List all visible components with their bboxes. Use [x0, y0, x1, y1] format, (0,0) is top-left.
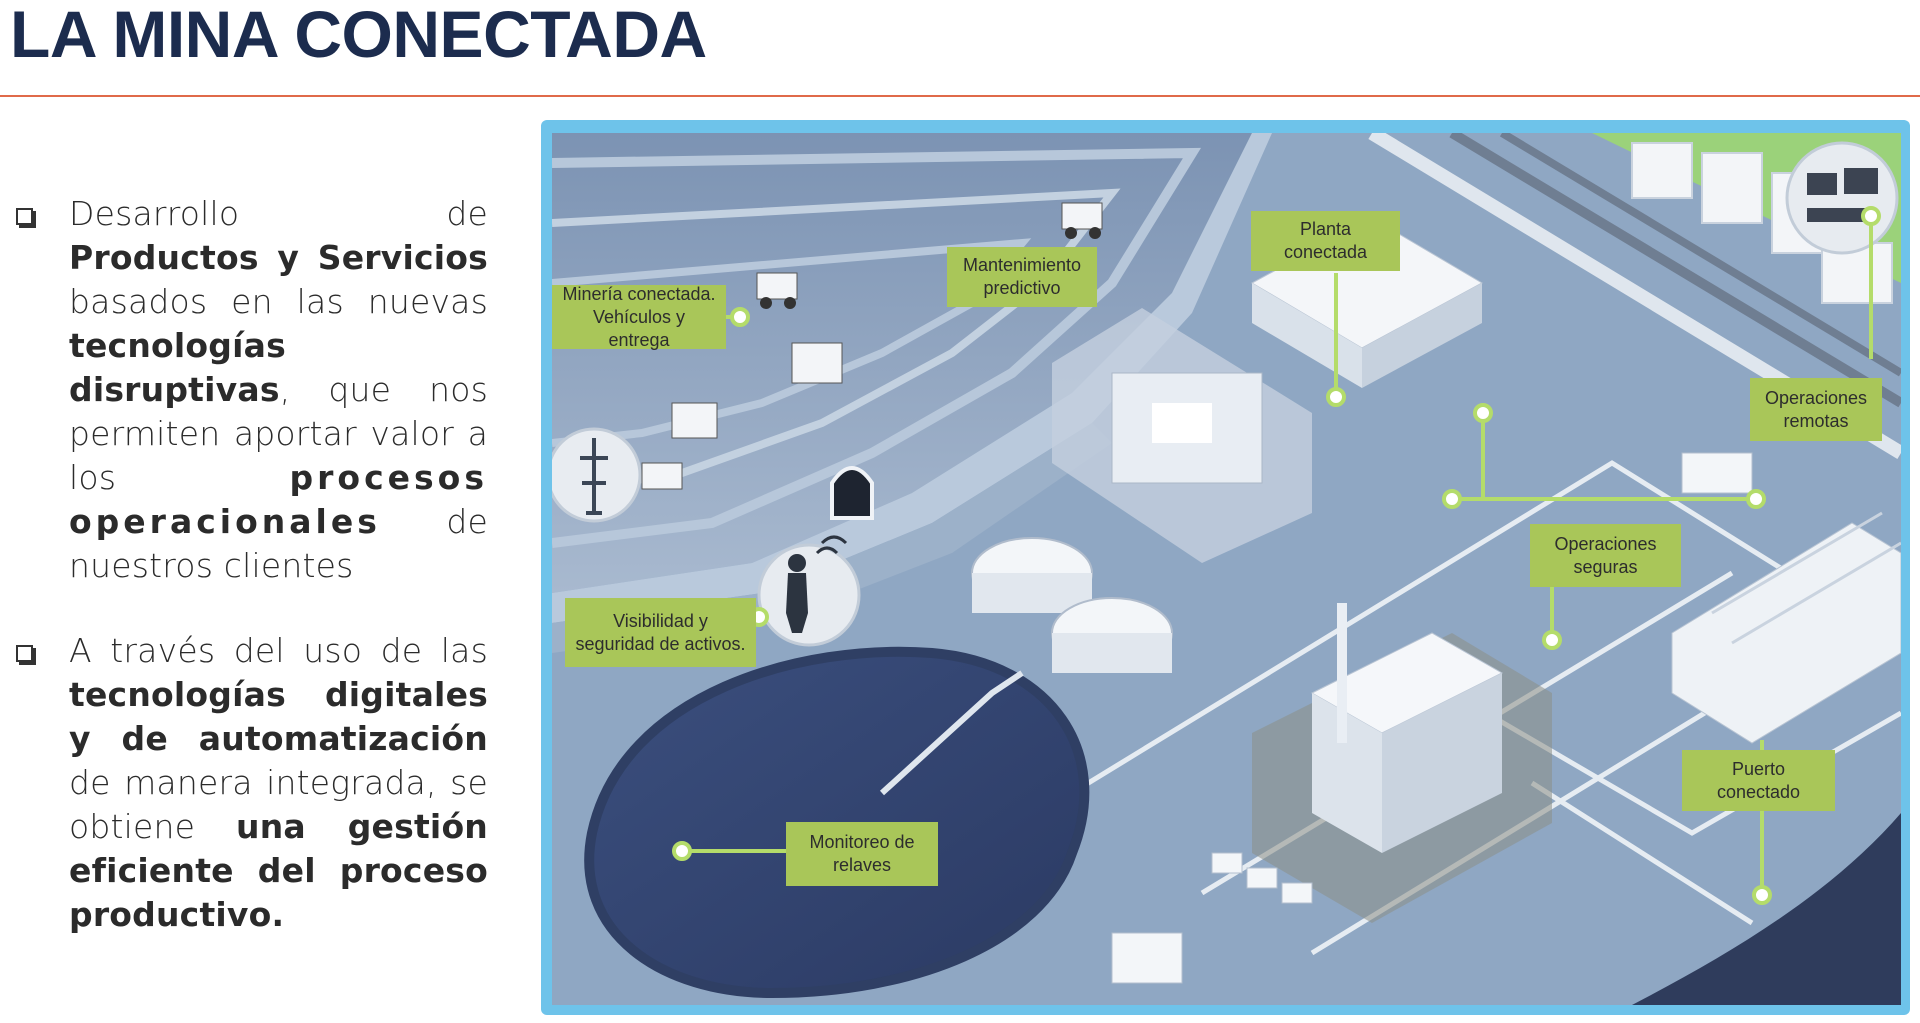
checkbox-bullet-icon — [16, 645, 33, 662]
label-puerto-conectado: Puerto conectado — [1682, 750, 1835, 811]
bullet-item-1: Desarrollo de Productos y Servicios basa… — [12, 192, 488, 588]
worker-icon — [757, 535, 861, 647]
label-operaciones-seguras: Operaciones seguras — [1530, 524, 1681, 587]
label-monitoreo-relaves: Monitoreo de relaves — [786, 822, 938, 886]
text-run: Desarrollo de — [69, 194, 488, 233]
bold-run: procesos operacionales — [69, 458, 488, 541]
tailings-pipe — [879, 670, 1024, 796]
bold-run: una gestión eficiente del proceso produc… — [69, 807, 489, 934]
connected-mine-diagram: Minería conectada. Vehículos y entrega M… — [552, 133, 1901, 1005]
checkbox-bullet-icon — [16, 208, 33, 225]
harbor-water — [1632, 813, 1901, 1005]
text-run: de nuestros clientes — [69, 502, 488, 585]
page-title: LA MINA CONECTADA — [10, 0, 707, 71]
bullet-item-2: A través del uso de las tecnologías digi… — [12, 629, 488, 937]
bold-run: tecnologías digitales y de automatizació… — [69, 675, 488, 758]
text-run: de manera integrada, se obtiene — [69, 763, 488, 846]
thickener-tanks — [971, 537, 1173, 673]
text-run: basados en las nuevas — [69, 282, 488, 321]
processing-plant — [1252, 603, 1552, 923]
text-run: , que nos permiten aportar valor a los — [69, 370, 488, 497]
mining-trucks — [641, 202, 1103, 490]
storage-shed — [1671, 511, 1901, 744]
mine-illustration — [552, 133, 1901, 1005]
bold-run: Productos y Servicios — [69, 238, 488, 277]
label-mantenimiento-predictivo: Mantenimiento predictivo — [947, 247, 1097, 307]
bold-run: tecnologías disruptivas — [69, 326, 286, 409]
remote-operations-icon — [1785, 141, 1899, 255]
modules — [1111, 452, 1753, 984]
label-operaciones-remotas: Operaciones remotas — [1750, 378, 1882, 441]
label-planta-conectada: Planta conectada — [1251, 211, 1400, 271]
label-visibilidad-seguridad: Visibilidad y seguridad de activos. — [565, 598, 756, 667]
text-run: A través del uso de las — [69, 631, 488, 670]
antenna-icon — [552, 427, 642, 523]
bullet-list: Desarrollo de Productos y Servicios basa… — [12, 192, 488, 978]
tunnel — [830, 466, 874, 520]
title-divider — [0, 95, 1920, 97]
label-mineria-conectada: Minería conectada. Vehículos y entrega — [552, 284, 726, 350]
bullet-text-2: A través del uso de las tecnologías digi… — [69, 629, 488, 937]
bullet-text-1: Desarrollo de Productos y Servicios basa… — [69, 192, 488, 588]
concentrator-plant — [1052, 308, 1312, 563]
